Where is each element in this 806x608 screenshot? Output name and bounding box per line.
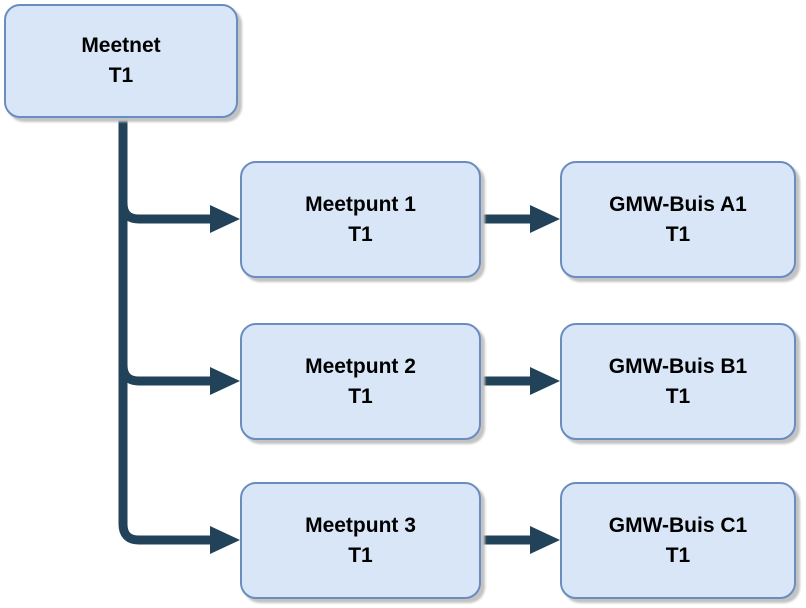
node-meetpunt2: Meetpunt 2 T1 — [240, 323, 481, 440]
edge-meetnet-meetpunt3 — [118, 116, 211, 545]
node-gmw-c1: GMW-Buis C1 T1 — [560, 482, 796, 599]
node-meetpunt1-title: Meetpunt 1 — [305, 192, 416, 216]
edge-meetpunt1-gmw-a1-arrowhead-icon — [530, 205, 560, 233]
node-gmw-a1-subtitle: T1 — [665, 222, 691, 246]
node-meetnet-title: Meetnet — [81, 34, 161, 57]
edge-meetnet-meetpunt1 — [118, 202, 211, 224]
node-gmw-c1-subtitle: T1 — [665, 543, 691, 567]
edge-meetpunt3-gmw-c1-arrowhead-icon — [530, 526, 560, 554]
node-gmw-b1-subtitle: T1 — [665, 384, 691, 408]
node-gmw-a1-title: GMW-Buis A1 — [609, 192, 747, 216]
node-meetnet: Meetnet T1 — [4, 4, 238, 118]
edge-meetpunt2-gmw-b1-arrowhead-icon — [530, 367, 560, 395]
edge-meetnet-meetpunt2 — [118, 364, 211, 386]
node-meetpunt2-subtitle: T1 — [348, 384, 373, 408]
node-gmw-b1: GMW-Buis B1 T1 — [560, 323, 796, 440]
node-gmw-a1: GMW-Buis A1 T1 — [560, 161, 796, 278]
edge-meetnet-meetpunt1-arrowhead-icon — [210, 205, 240, 233]
node-meetpunt3-subtitle: T1 — [348, 543, 373, 567]
node-meetnet-subtitle: T1 — [108, 64, 134, 87]
node-meetpunt1-subtitle: T1 — [348, 222, 373, 246]
node-meetpunt3: Meetpunt 3 T1 — [240, 482, 481, 599]
node-gmw-b1-title: GMW-Buis B1 — [608, 354, 748, 378]
node-meetpunt1: Meetpunt 1 T1 — [240, 161, 481, 278]
node-meetpunt2-title: Meetpunt 2 — [305, 354, 416, 378]
node-meetpunt3-title: Meetpunt 3 — [305, 513, 416, 537]
node-gmw-c1-title: GMW-Buis C1 — [608, 513, 748, 537]
edge-meetnet-meetpunt3-arrowhead-icon — [210, 526, 240, 554]
edge-meetnet-meetpunt2-arrowhead-icon — [210, 367, 240, 395]
